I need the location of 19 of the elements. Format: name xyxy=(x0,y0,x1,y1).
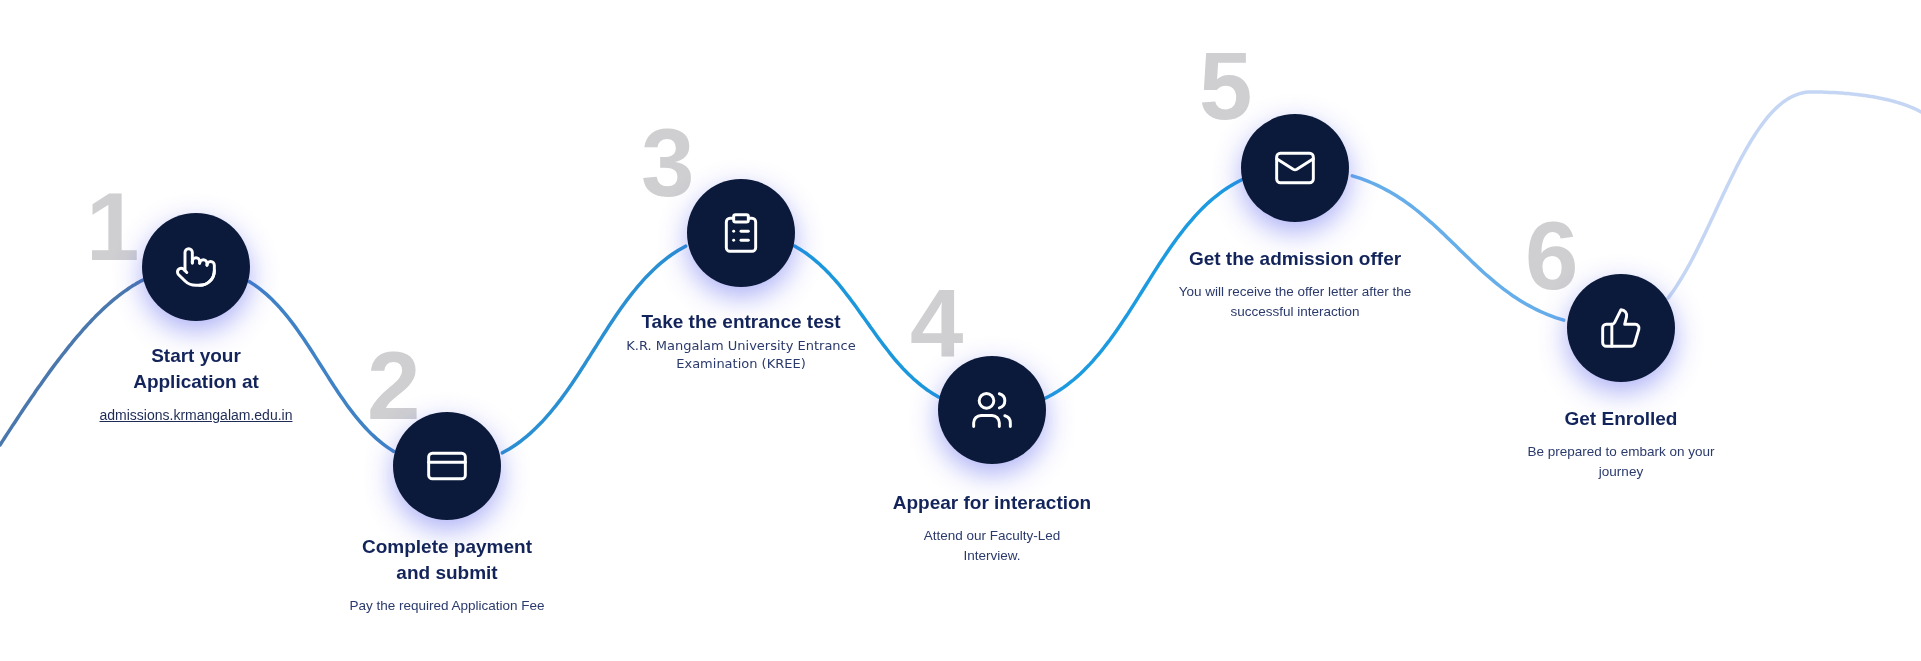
wave-line xyxy=(247,279,396,454)
wave-line xyxy=(500,244,688,455)
step-description: You will receive the offer letter after the successful interaction xyxy=(1177,283,1413,321)
wave-line xyxy=(1043,178,1244,400)
step-title: Get Enrolled xyxy=(1563,407,1679,431)
step-description: Pay the required Application Fee xyxy=(348,597,546,615)
step-title: Start your Application at xyxy=(132,344,260,394)
step-title: Appear for interaction xyxy=(891,491,1093,515)
website-link: admissions.krmangalam.edu.in xyxy=(99,406,293,425)
wave-line xyxy=(1350,174,1566,322)
step-description: Attend our Faculty-Led Interview. xyxy=(922,527,1062,565)
step-description: Be prepared to embark on your journey xyxy=(1526,443,1716,481)
step-description: K.R. Mangalam University Entrance Examination (KREE) xyxy=(625,337,857,373)
step-title: Complete payment and submit xyxy=(361,535,533,585)
step-title: Get the admission offer xyxy=(1187,247,1403,271)
wave-line xyxy=(792,244,941,399)
wave-line xyxy=(0,278,146,447)
step-title: Take the entrance test xyxy=(640,310,842,334)
wave-line xyxy=(1666,90,1921,300)
